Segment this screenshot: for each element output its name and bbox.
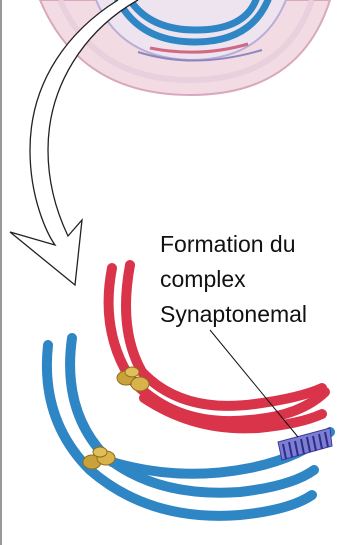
label-line-3: Synaptonemal bbox=[160, 300, 307, 328]
label-line-2: complex bbox=[160, 265, 246, 293]
synaptonemal-complex bbox=[278, 428, 332, 460]
label-line-1: Formation du bbox=[160, 230, 296, 258]
